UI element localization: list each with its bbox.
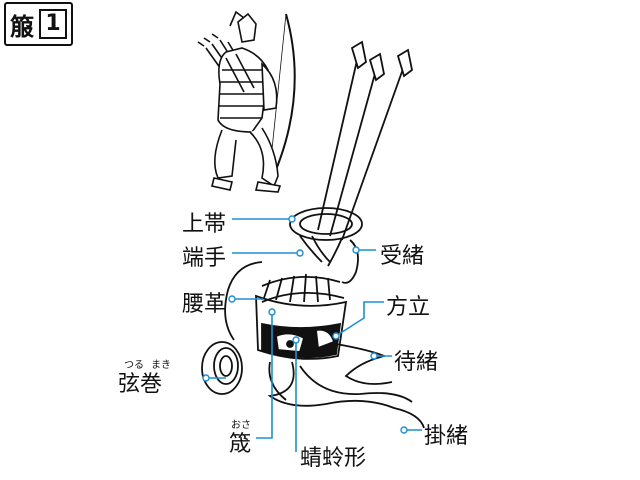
ruby-maki: まき	[151, 360, 171, 371]
label-hashide: 端手	[182, 246, 227, 271]
label-uwaobi: 上帯	[182, 212, 227, 237]
title-text: 箙	[10, 12, 35, 41]
leader-osa	[256, 312, 273, 439]
ebira-quiver	[201, 40, 425, 429]
label-machio: 待緒	[394, 350, 439, 375]
label-ukeo: 受緒	[380, 244, 425, 269]
leader-hodate	[335, 301, 384, 337]
label-tsurumaki: 弦巻	[118, 372, 163, 397]
label-kakeo: 掛緒	[424, 424, 469, 449]
label-hodate: 方立	[386, 295, 431, 320]
label-osa: 筬	[229, 432, 252, 457]
ruby-osa: おさ	[231, 420, 251, 431]
leader-koshikawa	[232, 298, 263, 300]
title-box: 箙 1	[4, 2, 73, 46]
title-number: 1	[39, 9, 67, 39]
leader-lines	[206, 218, 422, 452]
label-kagerofu: 蜻蛉形	[300, 446, 367, 471]
label-koshikawa: 腰革	[182, 292, 227, 317]
samurai-figure	[197, 10, 296, 193]
ruby-tsuru: つる	[124, 360, 144, 371]
leader-endpoints	[202, 215, 408, 434]
